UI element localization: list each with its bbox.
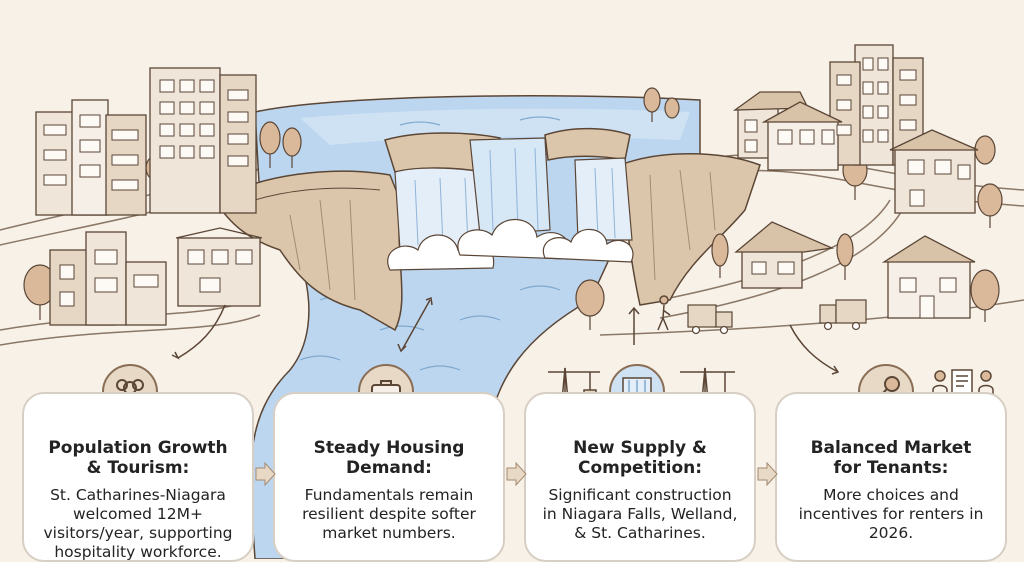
card-title: Balanced Market for Tenants: (810, 438, 972, 478)
card-title: Population Growth & Tourism: (48, 438, 228, 478)
chevron-right-icon (255, 462, 276, 486)
card-body: Significant construction in Niagara Fall… (542, 486, 738, 542)
left-building-windows (43, 79, 253, 307)
card-body: St. Catharines-Niagara welcomed 12M+ vis… (43, 486, 233, 561)
card-steady-housing-demand: Steady Housing Demand: Fundamentals rema… (273, 392, 505, 562)
card-body: Fundamentals remain resilient despite so… (302, 486, 476, 542)
card-balanced-market: Balanced Market for Tenants: More choice… (775, 392, 1007, 562)
pedestrian (657, 295, 671, 331)
trucks (687, 299, 867, 335)
mist (387, 218, 634, 271)
card-body: More choices and incentives for renters … (798, 486, 984, 542)
card-new-supply: New Supply & Competition: Significant co… (524, 392, 756, 562)
card-population-growth: Population Growth & Tourism: St. Cathari… (22, 392, 254, 562)
card-title: Steady Housing Demand: (313, 438, 465, 478)
connector-arrows (171, 296, 840, 375)
chevron-right-icon (506, 462, 527, 486)
chevron-right-icon (757, 462, 778, 486)
left-cliff (213, 170, 403, 332)
waterfalls (394, 137, 633, 251)
right-building-windows (744, 57, 971, 319)
card-title: New Supply & Competition: (573, 438, 707, 478)
